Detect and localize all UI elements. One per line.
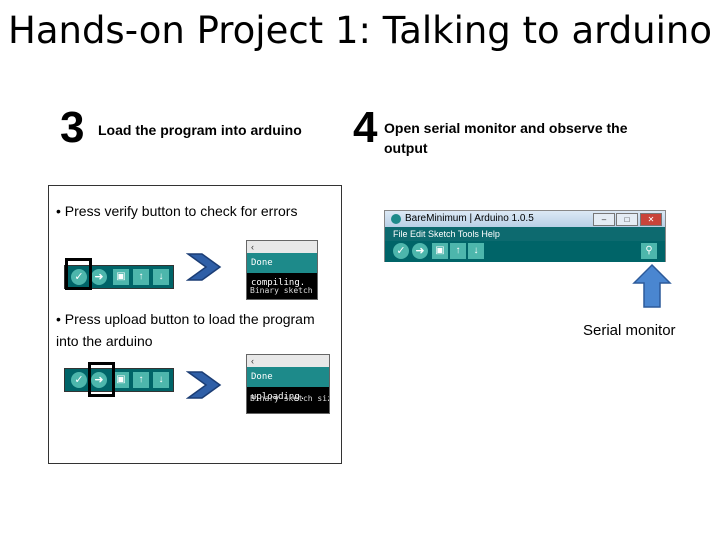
toolbar-verify: ✓ ➜ ▣ ↑ ↓ (64, 265, 174, 289)
upload-icon[interactable]: ➜ (412, 243, 428, 259)
open-icon[interactable]: ↑ (450, 243, 466, 259)
arduino-ide-window: BareMinimum | Arduino 1.0.5 – □ ✕ File E… (384, 210, 666, 262)
save-icon[interactable]: ↓ (468, 243, 484, 259)
step-3-number: 3 (60, 103, 85, 152)
console-verify: ‹ Done compiling. Binary sketch size: (246, 240, 318, 300)
next-arrow-icon (186, 253, 222, 281)
open-icon[interactable]: ↑ (133, 372, 149, 388)
verify-icon[interactable]: ✓ (71, 269, 87, 285)
console-upload-output: Binary sketch size: 1, (250, 394, 329, 403)
console-upload-status: Done uploading. (247, 367, 329, 402)
next-arrow-icon (186, 371, 222, 399)
upload-instruction-text: Press upload button to load the program … (56, 311, 315, 349)
bullet-dot: • (56, 203, 65, 219)
window-titlebar: BareMinimum | Arduino 1.0.5 – □ ✕ (385, 211, 665, 227)
serial-monitor-icon[interactable]: ⚲ (641, 243, 657, 259)
new-icon[interactable]: ▣ (113, 269, 129, 285)
window-title: BareMinimum | Arduino 1.0.5 (405, 213, 534, 224)
new-icon[interactable]: ▣ (432, 243, 448, 259)
step-3-panel (48, 185, 342, 464)
bullet-dot: • (56, 311, 65, 327)
new-icon[interactable]: ▣ (113, 372, 129, 388)
upload-instruction: • Press upload button to load the progra… (56, 308, 316, 352)
toolbar-upload: ✓ ➜ ▣ ↑ ↓ (64, 368, 174, 392)
menu-bar[interactable]: File Edit Sketch Tools Help (385, 227, 665, 241)
verify-icon[interactable]: ✓ (393, 243, 409, 259)
verify-icon[interactable]: ✓ (71, 372, 87, 388)
console-scroll-icon: ‹ (247, 241, 317, 253)
console-scroll-icon: ‹ (247, 355, 329, 367)
step-4-number: 4 (353, 103, 378, 152)
slide-title: Hands-on Project 1: Talking to arduino (8, 9, 712, 52)
close-icon[interactable]: ✕ (640, 213, 662, 226)
verify-instruction: • Press verify button to check for error… (56, 200, 316, 222)
ide-toolbar: ✓ ➜ ▣ ↑ ↓ ⚲ (385, 241, 665, 262)
verify-highlight-box (65, 258, 92, 290)
step-3-text: Load the program into arduino (98, 122, 302, 138)
open-icon[interactable]: ↑ (133, 269, 149, 285)
save-icon[interactable]: ↓ (153, 269, 169, 285)
console-verify-output: Binary sketch size: (250, 286, 317, 295)
arduino-logo-icon (391, 214, 401, 224)
upload-icon[interactable]: ➜ (91, 372, 107, 388)
serial-monitor-label: Serial monitor (583, 322, 676, 339)
step-4-text: Open serial monitor and observe the outp… (384, 120, 628, 156)
upload-icon[interactable]: ➜ (91, 269, 107, 285)
up-arrow-icon (632, 263, 672, 308)
console-upload: ‹ Done uploading. Binary sketch size: 1, (246, 354, 330, 414)
console-verify-status: Done compiling. (247, 253, 317, 288)
verify-instruction-text: Press verify button to check for errors (64, 203, 298, 219)
maximize-icon[interactable]: □ (616, 213, 638, 226)
upload-highlight-box (88, 362, 115, 397)
minimize-icon[interactable]: – (593, 213, 615, 226)
save-icon[interactable]: ↓ (153, 372, 169, 388)
